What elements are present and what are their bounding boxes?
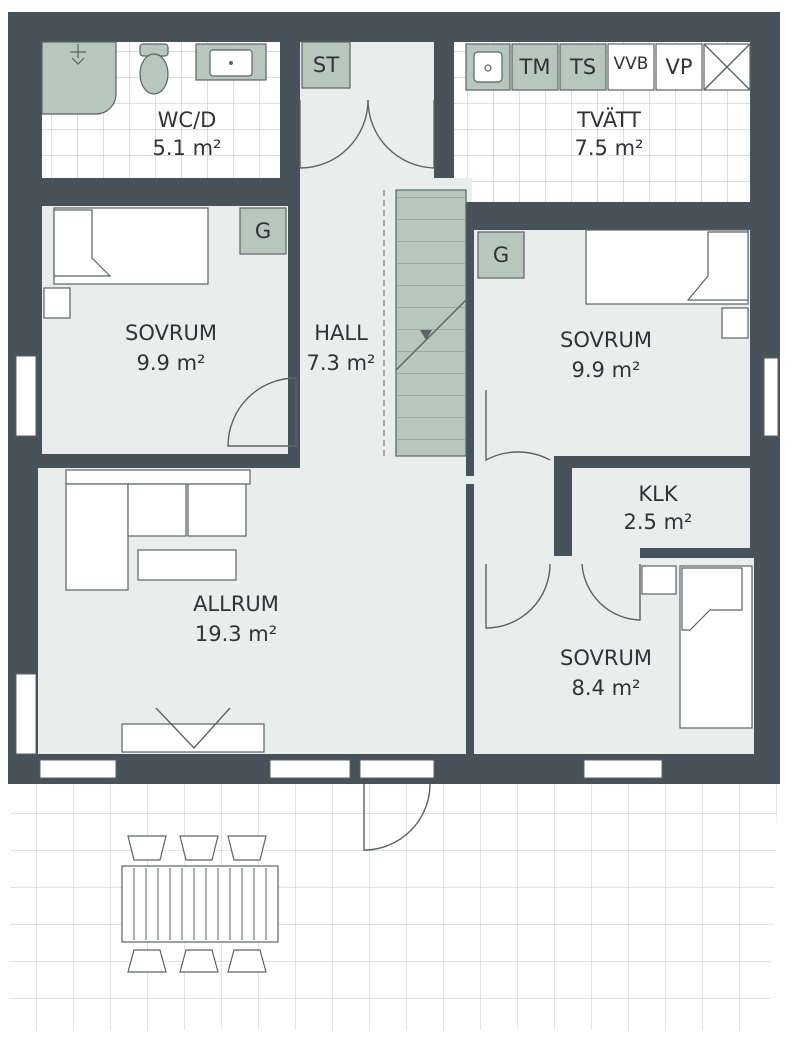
label-g-ne: G [493,243,509,267]
label-tm: TM [519,55,551,79]
room-name-tvatt: TVÄTT [576,107,641,132]
room-labels: WC/D 5.1 m² TVÄTT 7.5 m² SOVRUM 9.9 m² H… [125,107,692,700]
room-name-sovrum-ne: SOVRUM [560,328,652,352]
label-vvb: VVB [614,54,649,74]
room-name-allrum: ALLRUM [193,592,279,616]
room-area-sovrum-se: 8.4 m² [572,676,641,700]
allrum-furniture [65,469,265,753]
room-area-allrum: 19.3 m² [195,622,277,646]
fixture-labels: ST TM TS VVB VP G G [255,53,693,267]
label-st: ST [313,53,339,77]
label-ts: TS [569,55,596,79]
staircase [383,189,467,457]
wc-fixtures [41,41,267,115]
bed-ne [477,229,749,339]
storage-st [301,41,351,89]
bed-se [641,565,753,729]
room-name-wc: WC/D [158,108,217,132]
room-name-sovrum-nw: SOVRUM [125,321,217,345]
doors [227,99,641,851]
room-area-hall: 7.3 m² [307,351,376,375]
terrace-table [121,835,279,973]
laundry-fixtures [465,43,751,91]
room-name-klk: KLK [638,482,678,506]
room-area-tvatt: 7.5 m² [575,136,644,160]
room-name-sovrum-se: SOVRUM [560,646,652,670]
room-area-wc: 5.1 m² [153,136,222,160]
room-area-klk: 2.5 m² [624,510,693,534]
windows [15,355,779,779]
bed-nw [43,207,287,319]
room-name-hall: HALL [314,321,368,345]
label-g-nw: G [255,219,271,243]
label-vp: VP [665,55,692,79]
room-area-sovrum-ne: 9.9 m² [572,358,641,382]
room-area-sovrum-nw: 9.9 m² [137,351,206,375]
interior-walls [280,42,754,754]
